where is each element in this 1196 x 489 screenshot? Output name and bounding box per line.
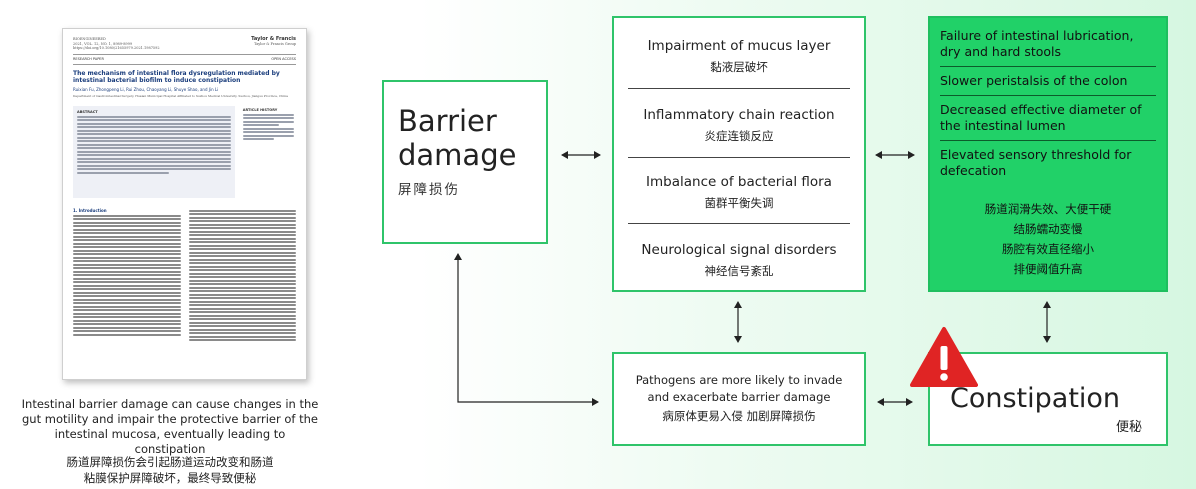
- constipation-title: Constipation: [950, 383, 1121, 414]
- divider: [628, 88, 850, 89]
- paper-article-info: ARTICLE HISTORY: [241, 106, 296, 198]
- paper-publisher: Taylor & Francis: [251, 36, 296, 42]
- paper-thumbnail: BIOENGINEERED 2021, VOL. 12, NO. 1, 8989…: [62, 28, 307, 380]
- caption-chinese: 肠道屏障损伤会引起肠道运动改变和肠道 粘膜保护屏障破坏，最终导致便秘: [20, 454, 320, 486]
- divider: [940, 95, 1156, 96]
- effect-chinese-line: 排便阈值升高: [1013, 262, 1083, 276]
- paper-affiliation: Department of Gastrointestinal Surgery, …: [73, 93, 288, 98]
- mechanism-chinese: 炎症连锁反应: [704, 129, 774, 143]
- effect-item: Decreased effective diameter of the inte…: [940, 102, 1142, 133]
- caption-english: Intestinal barrier damage can cause chan…: [21, 397, 319, 456]
- mechanism-item: Imbalance of bacterial flora 菌群平衡失调: [628, 174, 850, 211]
- caption-chinese-line: 肠道屏障损伤会引起肠道运动改变和肠道: [66, 455, 274, 469]
- divider: [628, 223, 850, 224]
- mechanism-item: Impairment of mucus layer 黏液层破坏: [628, 38, 850, 75]
- pathogens-box: Pathogens are more likely to invade and …: [612, 352, 866, 446]
- barrier-damage-chinese: 屏障损伤: [398, 182, 460, 198]
- barrier-damage-line: damage: [398, 138, 517, 172]
- paper-publisher-sub: Taylor & Francis Group: [254, 41, 296, 46]
- effect-chinese-line: 结肠蠕动变慢: [1013, 222, 1083, 236]
- effects-box: Failure of intestinal lubrication, dry a…: [928, 16, 1168, 292]
- mechanism-english: Imbalance of bacterial flora: [646, 174, 832, 190]
- abstract-label: ABSTRACT: [77, 109, 98, 114]
- paper-header: BIOENGINEERED 2021, VOL. 12, NO. 1, 8989…: [73, 37, 296, 51]
- effect-item: Slower peristalsis of the colon: [940, 73, 1128, 88]
- paper-type: RESEARCH PAPER: [73, 56, 104, 61]
- mechanism-chinese: 神经信号紊乱: [704, 264, 774, 278]
- paper-section-heading: 1. Introduction: [73, 207, 107, 213]
- divider: [940, 140, 1156, 141]
- caption-chinese-line: 粘膜保护屏障破坏，最终导致便秘: [83, 471, 257, 485]
- mechanism-chinese: 黏液层破坏: [710, 60, 768, 74]
- paper-open-access: OPEN ACCESS: [271, 56, 296, 61]
- pathogens-chinese: 病原体更易入侵 加剧屏障损伤: [662, 409, 816, 423]
- mechanism-english: Inflammatory chain reaction: [643, 107, 835, 123]
- mechanism-chinese: 菌群平衡失调: [704, 196, 774, 210]
- mechanism-english: Impairment of mucus layer: [647, 38, 831, 54]
- arrow-barrier-pathogens: [454, 253, 599, 406]
- effect-item: Elevated sensory threshold for defecatio…: [940, 147, 1132, 178]
- paper-journal-line: 2021, VOL. 12, NO. 1, 8989-8999: [73, 41, 133, 46]
- effect-chinese-line: 肠腔有效直径缩小: [1002, 242, 1094, 256]
- paper-journal-line: https://doi.org/10.1080/21655979.2021.19…: [73, 46, 160, 50]
- barrier-damage-box: Barrier damage 屏障损伤: [382, 80, 548, 244]
- mechanism-item: Inflammatory chain reaction 炎症连锁反应: [628, 107, 850, 144]
- effect-chinese-line: 肠道润滑失效、大便干硬: [984, 202, 1112, 216]
- paper-authors: Ruixian Fu, Zhongpeng Li, Rui Zhou, Chao…: [73, 86, 219, 92]
- effects-chinese: 肠道润滑失效、大便干硬 结肠蠕动变慢 肠腔有效直径缩小 排便阈值升高: [940, 199, 1156, 279]
- barrier-damage-line: Barrier: [398, 104, 497, 138]
- mechanism-item: Neurological signal disorders 神经信号紊乱: [628, 242, 850, 279]
- constipation-chinese: 便秘: [1115, 420, 1142, 435]
- warning-icon: [910, 327, 978, 387]
- pathogens-english-line: and exacerbate barrier damage: [647, 390, 831, 404]
- barrier-damage-title: Barrier damage: [398, 104, 532, 172]
- mechanisms-box: Impairment of mucus layer 黏液层破坏 Inflamma…: [612, 16, 866, 292]
- divider: [628, 157, 850, 158]
- divider: [940, 66, 1156, 67]
- paper-title: The mechanism of intestinal flora dysreg…: [73, 69, 280, 84]
- paper-journal-line: BIOENGINEERED: [73, 37, 106, 41]
- article-history-label: ARTICLE HISTORY: [242, 107, 278, 112]
- paper-abstract: ABSTRACT: [73, 105, 235, 198]
- mechanism-english: Neurological signal disorders: [641, 242, 837, 258]
- effect-item: Failure of intestinal lubrication, dry a…: [940, 28, 1134, 59]
- pathogens-english-line: Pathogens are more likely to invade: [635, 373, 843, 387]
